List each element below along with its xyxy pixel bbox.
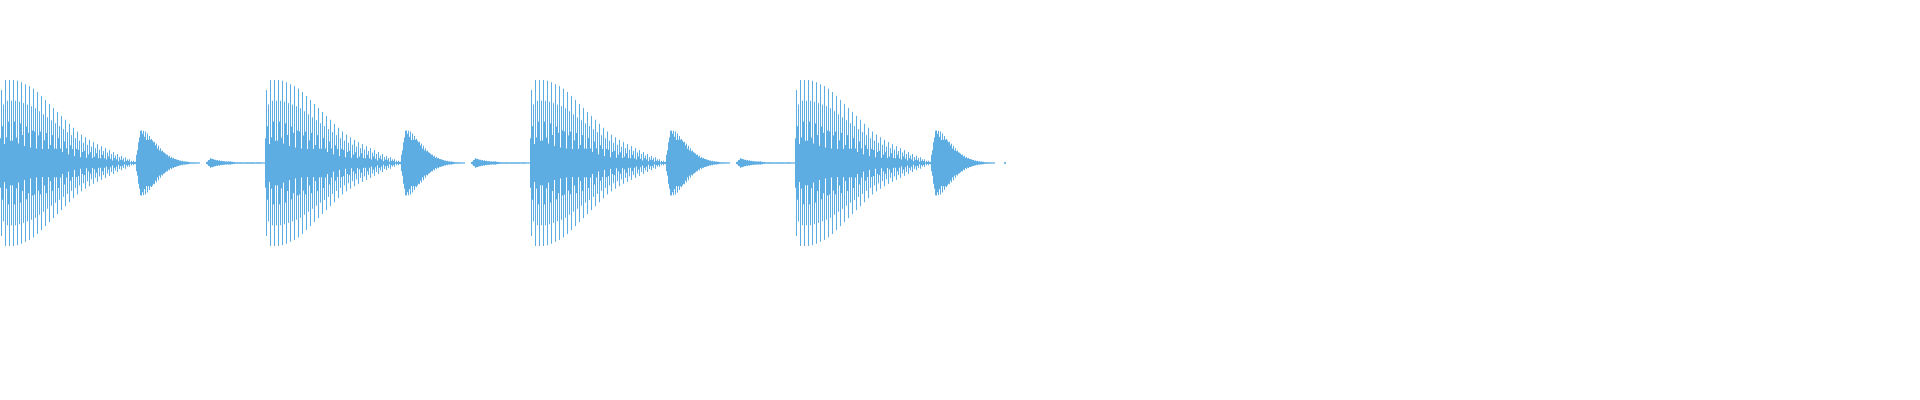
waveform-cycle-1	[0, 80, 265, 246]
waveform-cycle-3	[530, 80, 795, 246]
waveform-cycle-4	[795, 80, 995, 246]
waveform-cycle-2	[265, 80, 530, 246]
